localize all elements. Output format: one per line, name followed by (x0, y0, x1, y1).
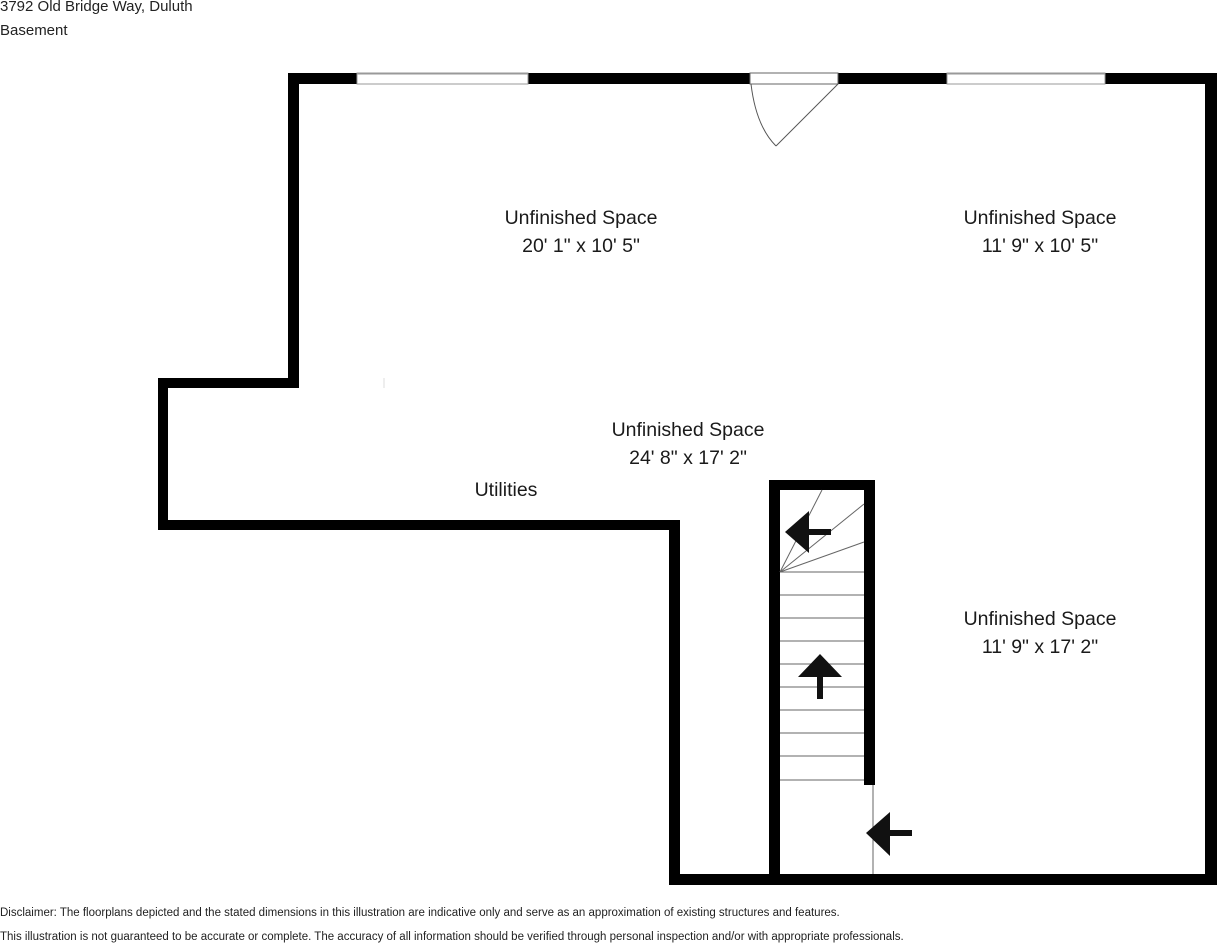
room-label-unfinished-space-1: Unfinished Space 20' 1" x 10' 5" (505, 204, 658, 260)
wall-step (158, 378, 299, 388)
wall-bottom (669, 874, 1217, 885)
room-dimensions: 11' 9" x 10' 5" (981, 235, 1099, 257)
wall-bottom-left (158, 520, 680, 530)
wall-stair-top (769, 480, 875, 490)
wall-stair-left (769, 480, 780, 885)
door (749, 72, 839, 147)
walls (158, 73, 1217, 885)
wall-right (1205, 73, 1217, 885)
room-dimensions: 20' 1" x 10' 5" (522, 235, 640, 257)
room-label-unfinished-space-2: Unfinished Space 11' 9" x 10' 5" (964, 204, 1117, 260)
disclaimer-line-2: This illustration is not guaranteed to b… (0, 931, 904, 943)
room-name: Unfinished Space (611, 419, 765, 441)
room-label-utilities: Utilities (475, 476, 538, 504)
staircase (779, 489, 874, 874)
room-dimensions: 24' 8" x 17' 2" (629, 447, 747, 469)
room-dimensions: 11' 9" x 17' 2" (981, 636, 1099, 658)
window-left (356, 72, 529, 85)
room-name: Unfinished Space (963, 207, 1117, 229)
floor-level-title: Basement (0, 22, 68, 39)
wall-left-upper (288, 73, 299, 388)
window-right (946, 72, 1106, 85)
room-name: Unfinished Space (504, 207, 658, 229)
room-label-unfinished-space-3: Unfinished Space 24' 8" x 17' 2" (612, 416, 765, 472)
wall-inner-vertical (669, 520, 680, 885)
arrow-left-icon (866, 812, 912, 856)
property-address: 3792 Old Bridge Way, Duluth (0, 0, 193, 15)
arrow-left-icon (785, 511, 831, 553)
room-name: Utilities (474, 479, 538, 501)
wall-stair-right (864, 480, 875, 785)
room-label-unfinished-space-4: Unfinished Space 11' 9" x 17' 2" (964, 605, 1117, 661)
arrow-up-icon (798, 654, 842, 699)
room-name: Unfinished Space (963, 608, 1117, 630)
disclaimer-line-1: Disclaimer: The floorplans depicted and … (0, 907, 840, 919)
wall-far-left (158, 378, 168, 530)
